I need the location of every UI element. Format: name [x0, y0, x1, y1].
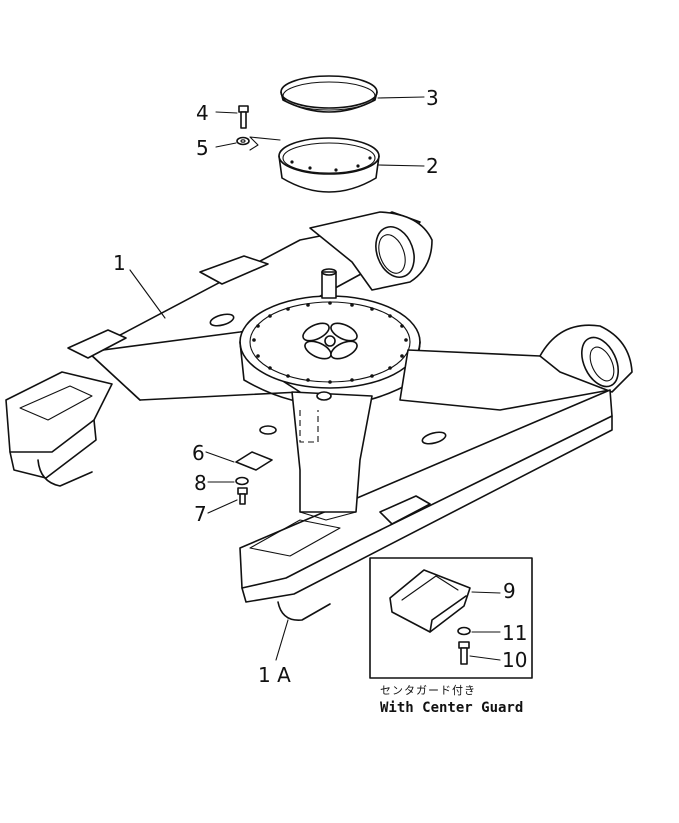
- part-1-track-frame: [5, 211, 633, 621]
- callout-6: 6: [192, 441, 205, 465]
- part-5-washer: [236, 136, 250, 146]
- part-2-ring: [278, 137, 380, 193]
- callout-5: 5: [196, 136, 209, 160]
- callout-1: 1: [113, 251, 126, 275]
- callout-4: 4: [196, 101, 209, 125]
- assembly-path-line: [249, 136, 281, 151]
- part-11-washer: [457, 626, 471, 636]
- callout-3: 3: [426, 86, 439, 110]
- center-guard-inset: [369, 557, 533, 679]
- part-10-bolt: [458, 641, 470, 665]
- callout-2: 2: [426, 154, 439, 178]
- part-4-bolt: [238, 105, 249, 129]
- hub-bolt-holes: [252, 301, 408, 384]
- part-7-bolt: [237, 487, 248, 505]
- callout-10: 10: [502, 648, 527, 672]
- inset-caption-japanese: センタガード付き: [380, 684, 476, 697]
- callout-8: 8: [194, 471, 207, 495]
- callout-7: 7: [194, 502, 207, 526]
- callout-1a: 1 A: [258, 663, 291, 687]
- callout-9: 9: [503, 579, 516, 603]
- part-8-washer: [235, 476, 249, 486]
- center-swivel-blades: [302, 322, 358, 360]
- leader-lines: [129, 96, 501, 661]
- part-3-cover-ring: [280, 75, 378, 113]
- part-9-center-guard: [389, 569, 471, 633]
- inset-caption-english: With Center Guard: [380, 700, 523, 716]
- part-6-cover-plate: [235, 451, 273, 471]
- callout-11: 11: [502, 621, 527, 645]
